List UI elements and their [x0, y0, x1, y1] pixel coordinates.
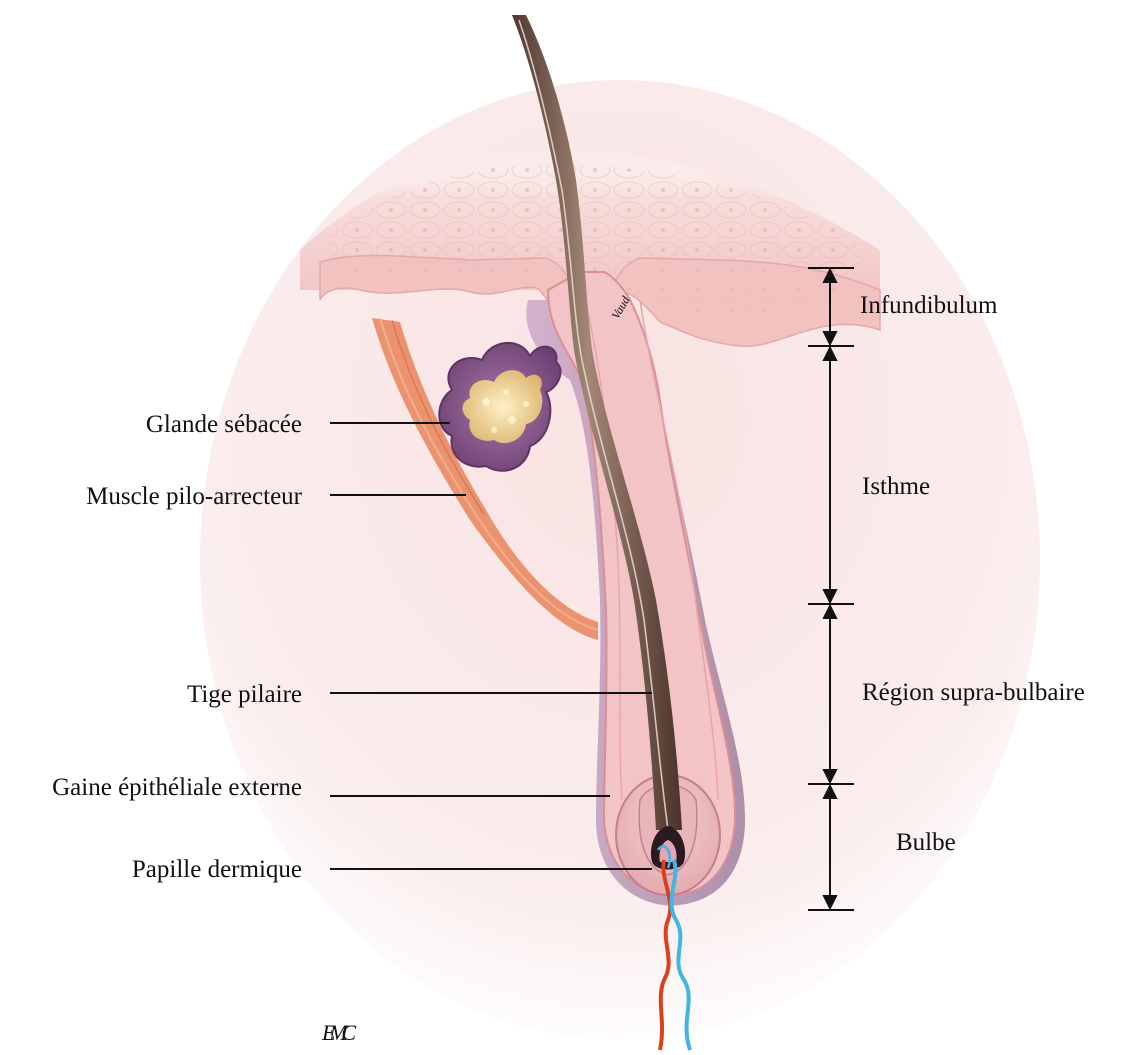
- label-papille-dermique: Papille dermique: [132, 856, 302, 883]
- label-region-supra-bulbaire: Région supra-bulbaire: [862, 679, 1085, 706]
- emc-logo: EMC: [321, 1020, 356, 1045]
- label-gaine-epitheliale-externe: Gaine épithéliale externe: [52, 774, 302, 801]
- label-glande-sebacee: Glande sébacée: [146, 411, 302, 438]
- label-isthme: Isthme: [862, 473, 930, 500]
- label-bulbe: Bulbe: [896, 829, 956, 856]
- label-tige-pilaire: Tige pilaire: [187, 681, 302, 708]
- label-infundibulum: Infundibulum: [860, 292, 998, 319]
- emc-logo-text: EMC: [321, 1020, 356, 1045]
- label-muscle-pilo-arrecteur: Muscle pilo-arrecteur: [86, 483, 303, 510]
